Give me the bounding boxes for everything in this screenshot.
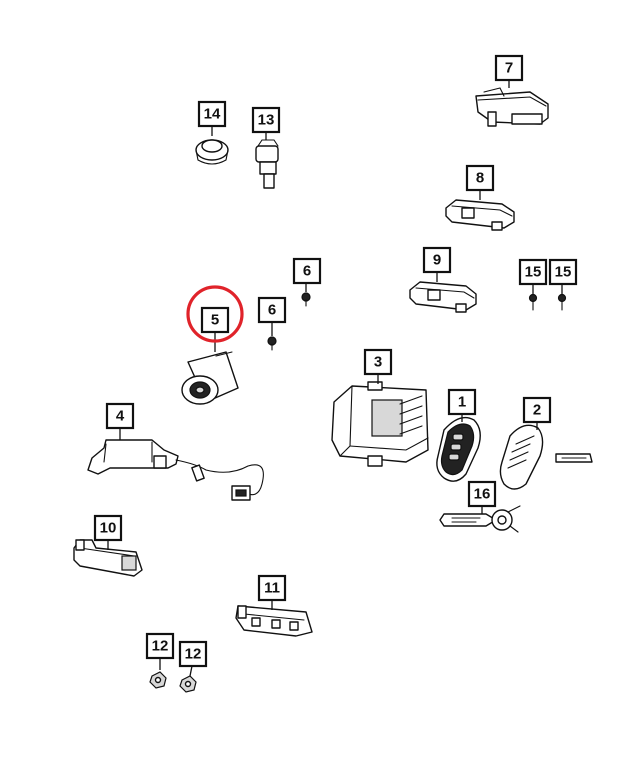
part-3-module <box>331 381 429 467</box>
callout-6-upper: 6 <box>292 257 322 285</box>
callout-15-b: 15 <box>548 258 578 286</box>
svg-text:15: 15 <box>525 264 542 281</box>
svg-text:16: 16 <box>474 486 491 503</box>
svg-text:15: 15 <box>555 264 572 281</box>
part-5-ignition-cylinder <box>181 351 239 405</box>
svg-text:4: 4 <box>116 408 125 425</box>
callout-13: 13 <box>251 106 281 134</box>
part-12-nut-a <box>149 671 167 689</box>
leader-12b <box>189 665 193 677</box>
svg-text:1: 1 <box>458 394 466 411</box>
svg-text:3: 3 <box>374 354 382 371</box>
part-2-fob-shell <box>499 424 593 490</box>
part-1-key-fob <box>436 416 481 482</box>
part-4-antenna-harness <box>87 439 264 501</box>
callout-12-a: 12 <box>145 632 175 660</box>
part-12-nut-b <box>179 675 197 693</box>
svg-text:2: 2 <box>533 402 541 419</box>
callout-8: 8 <box>465 164 495 192</box>
part-13-switch <box>255 139 279 189</box>
callout-3: 3 <box>363 348 393 376</box>
callout-6-lower: 6 <box>257 296 287 324</box>
svg-text:8: 8 <box>476 170 484 187</box>
part-9-bracket <box>409 281 477 313</box>
part-10-antenna <box>73 539 143 577</box>
callout-5: 5 <box>200 306 230 334</box>
part-6-screw-lower <box>267 336 277 351</box>
part-15-screw-b <box>557 293 567 311</box>
svg-text:11: 11 <box>264 580 280 597</box>
part-8-bracket <box>445 199 515 231</box>
part-6-screw-upper <box>301 292 311 307</box>
callout-10: 10 <box>93 514 123 542</box>
highlight-circle <box>186 285 244 343</box>
callout-16: 16 <box>467 480 497 508</box>
callout-2: 2 <box>522 396 552 424</box>
svg-text:5: 5 <box>211 312 219 329</box>
part-11-bracket <box>235 605 313 637</box>
callout-9: 9 <box>422 246 452 274</box>
callout-7: 7 <box>494 54 524 82</box>
svg-text:14: 14 <box>204 106 221 123</box>
callout-15-a: 15 <box>518 258 548 286</box>
svg-text:12: 12 <box>185 646 202 663</box>
svg-text:6: 6 <box>303 263 311 280</box>
svg-text:10: 10 <box>100 520 117 537</box>
svg-text:9: 9 <box>433 252 441 269</box>
part-16-key-blade <box>439 505 521 533</box>
part-14-bushing <box>195 139 229 165</box>
part-7-bracket <box>475 87 549 127</box>
svg-text:6: 6 <box>268 302 276 319</box>
svg-text:12: 12 <box>152 638 169 655</box>
callout-11: 11 <box>257 574 287 602</box>
svg-text:13: 13 <box>258 112 275 129</box>
callout-1: 1 <box>447 388 477 416</box>
callout-12-b: 12 <box>178 640 208 668</box>
svg-text:7: 7 <box>505 60 513 77</box>
callout-4: 4 <box>105 402 135 430</box>
part-15-screw-a <box>528 293 538 311</box>
callout-14: 14 <box>197 100 227 128</box>
